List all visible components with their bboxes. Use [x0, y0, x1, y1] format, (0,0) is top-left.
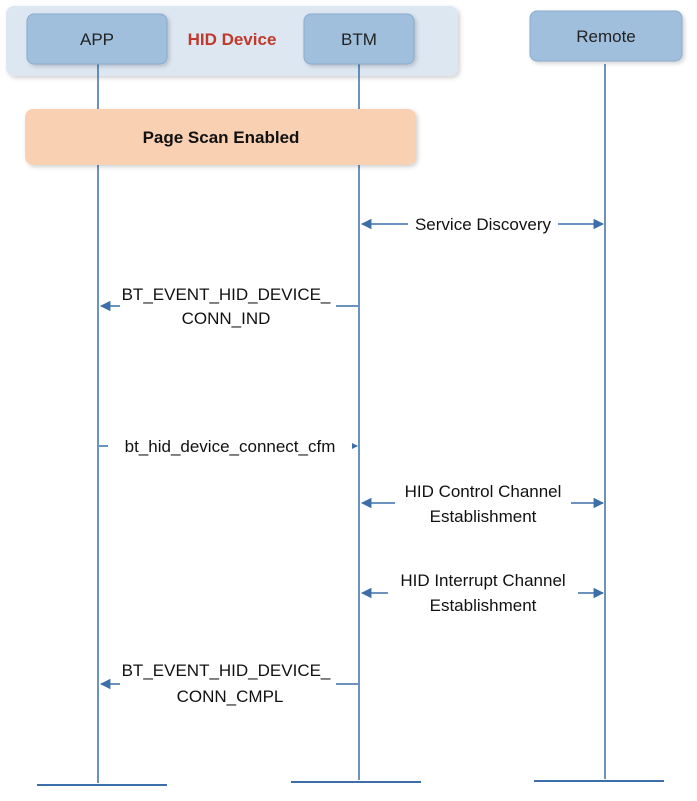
- actor-box-btm: [303, 13, 415, 65]
- actor-box-app: [26, 13, 168, 65]
- actor-label-app: APP: [80, 30, 114, 49]
- message-label: CONN_CMPL: [177, 687, 284, 706]
- message-label: Service Discovery: [415, 215, 552, 234]
- actor-label-btm: BTM: [341, 30, 377, 49]
- message-label: HID Interrupt Channel: [400, 571, 565, 590]
- message-label: bt_hid_device_connect_cfm: [125, 437, 336, 456]
- actor-label-remote: Remote: [576, 27, 636, 46]
- message-label: HID Control Channel: [405, 482, 562, 501]
- message-label: CONN_IND: [182, 309, 271, 328]
- message-label: BT_EVENT_HID_DEVICE_: [122, 661, 331, 680]
- message-connect-cfm: bt_hid_device_connect_cfm: [99, 434, 359, 458]
- message-interrupt-channel: HID Interrupt Channel Establishment: [360, 569, 605, 617]
- actor-box-remote: [529, 10, 683, 62]
- message-conn-cmpl: BT_EVENT_HID_DEVICE_ CONN_CMPL: [99, 660, 358, 708]
- message-conn-ind: BT_EVENT_HID_DEVICE_ CONN_IND: [99, 282, 358, 330]
- message-label: BT_EVENT_HID_DEVICE_: [122, 285, 331, 304]
- message-service-discovery: Service Discovery: [360, 212, 605, 236]
- group-label: HID Device: [188, 30, 277, 49]
- message-control-channel: HID Control Channel Establishment: [360, 480, 605, 528]
- note-box: [25, 109, 416, 165]
- message-label: Establishment: [430, 596, 537, 615]
- note-label: Page Scan Enabled: [143, 128, 300, 147]
- message-label: Establishment: [430, 507, 537, 526]
